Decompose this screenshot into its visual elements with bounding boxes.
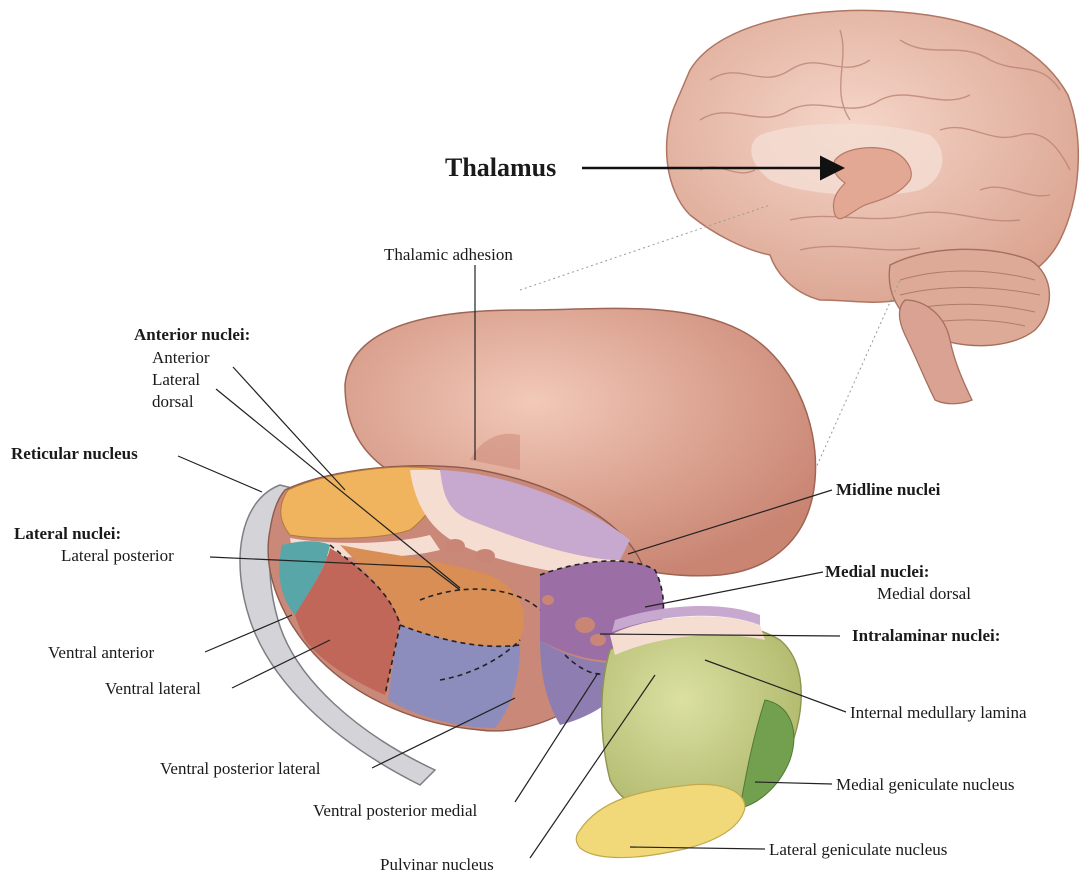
label-pulvinar: Pulvinar nucleus [380,855,494,874]
label-intralaminar: Intralaminar nuclei: [852,626,1000,645]
label-vpm: Ventral posterior medial [313,801,478,820]
label-internal-medullary-lamina: Internal medullary lamina [850,703,1027,722]
thalamus-title: Thalamus [445,153,556,182]
label-vpl: Ventral posterior lateral [160,759,321,778]
label-mgn: Medial geniculate nucleus [836,775,1014,794]
label-ventral-lateral: Ventral lateral [105,679,201,698]
label-reticular-nucleus: Reticular nucleus [11,444,138,463]
label-dorsal: dorsal [152,392,194,411]
label-midline-nuclei: Midline nuclei [836,480,941,499]
label-lgn: Lateral geniculate nucleus [769,840,947,859]
label-medial-dorsal: Medial dorsal [877,584,971,603]
label-lateral-posterior: Lateral posterior [61,546,174,565]
label-anterior-nuclei-heading: Anterior nuclei: [134,325,250,344]
label-lateral: Lateral [152,370,200,389]
lgn-region [576,784,745,857]
thalamus-model [240,308,816,857]
label-anterior: Anterior [152,348,210,367]
label-ventral-anterior: Ventral anterior [48,643,155,662]
label-thalamic-adhesion: Thalamic adhesion [384,245,513,264]
label-medial-nuclei-heading: Medial nuclei: [825,562,929,581]
label-lateral-nuclei-heading: Lateral nuclei: [14,524,121,543]
